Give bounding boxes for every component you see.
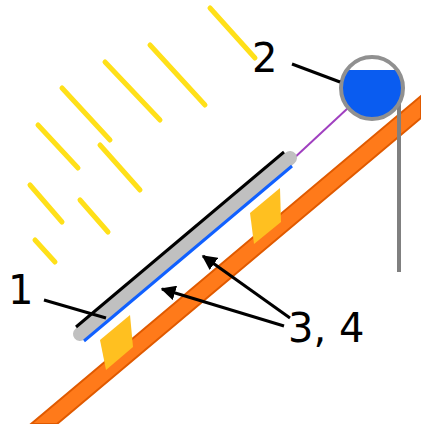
callout-number: 2 [252, 38, 277, 78]
tank-water [342, 70, 402, 118]
absorber-pipe [84, 166, 292, 341]
collector-body [80, 158, 290, 334]
callout-number: 1 [8, 270, 33, 310]
tank [342, 58, 402, 118]
glass-cover [76, 152, 284, 327]
leader-lines [44, 64, 340, 326]
pipe [292, 108, 348, 160]
tank-drain-pipe [397, 100, 401, 272]
callout-number: 3, 4 [288, 308, 364, 348]
tank-shell [341, 57, 403, 119]
roof [31, 96, 421, 424]
